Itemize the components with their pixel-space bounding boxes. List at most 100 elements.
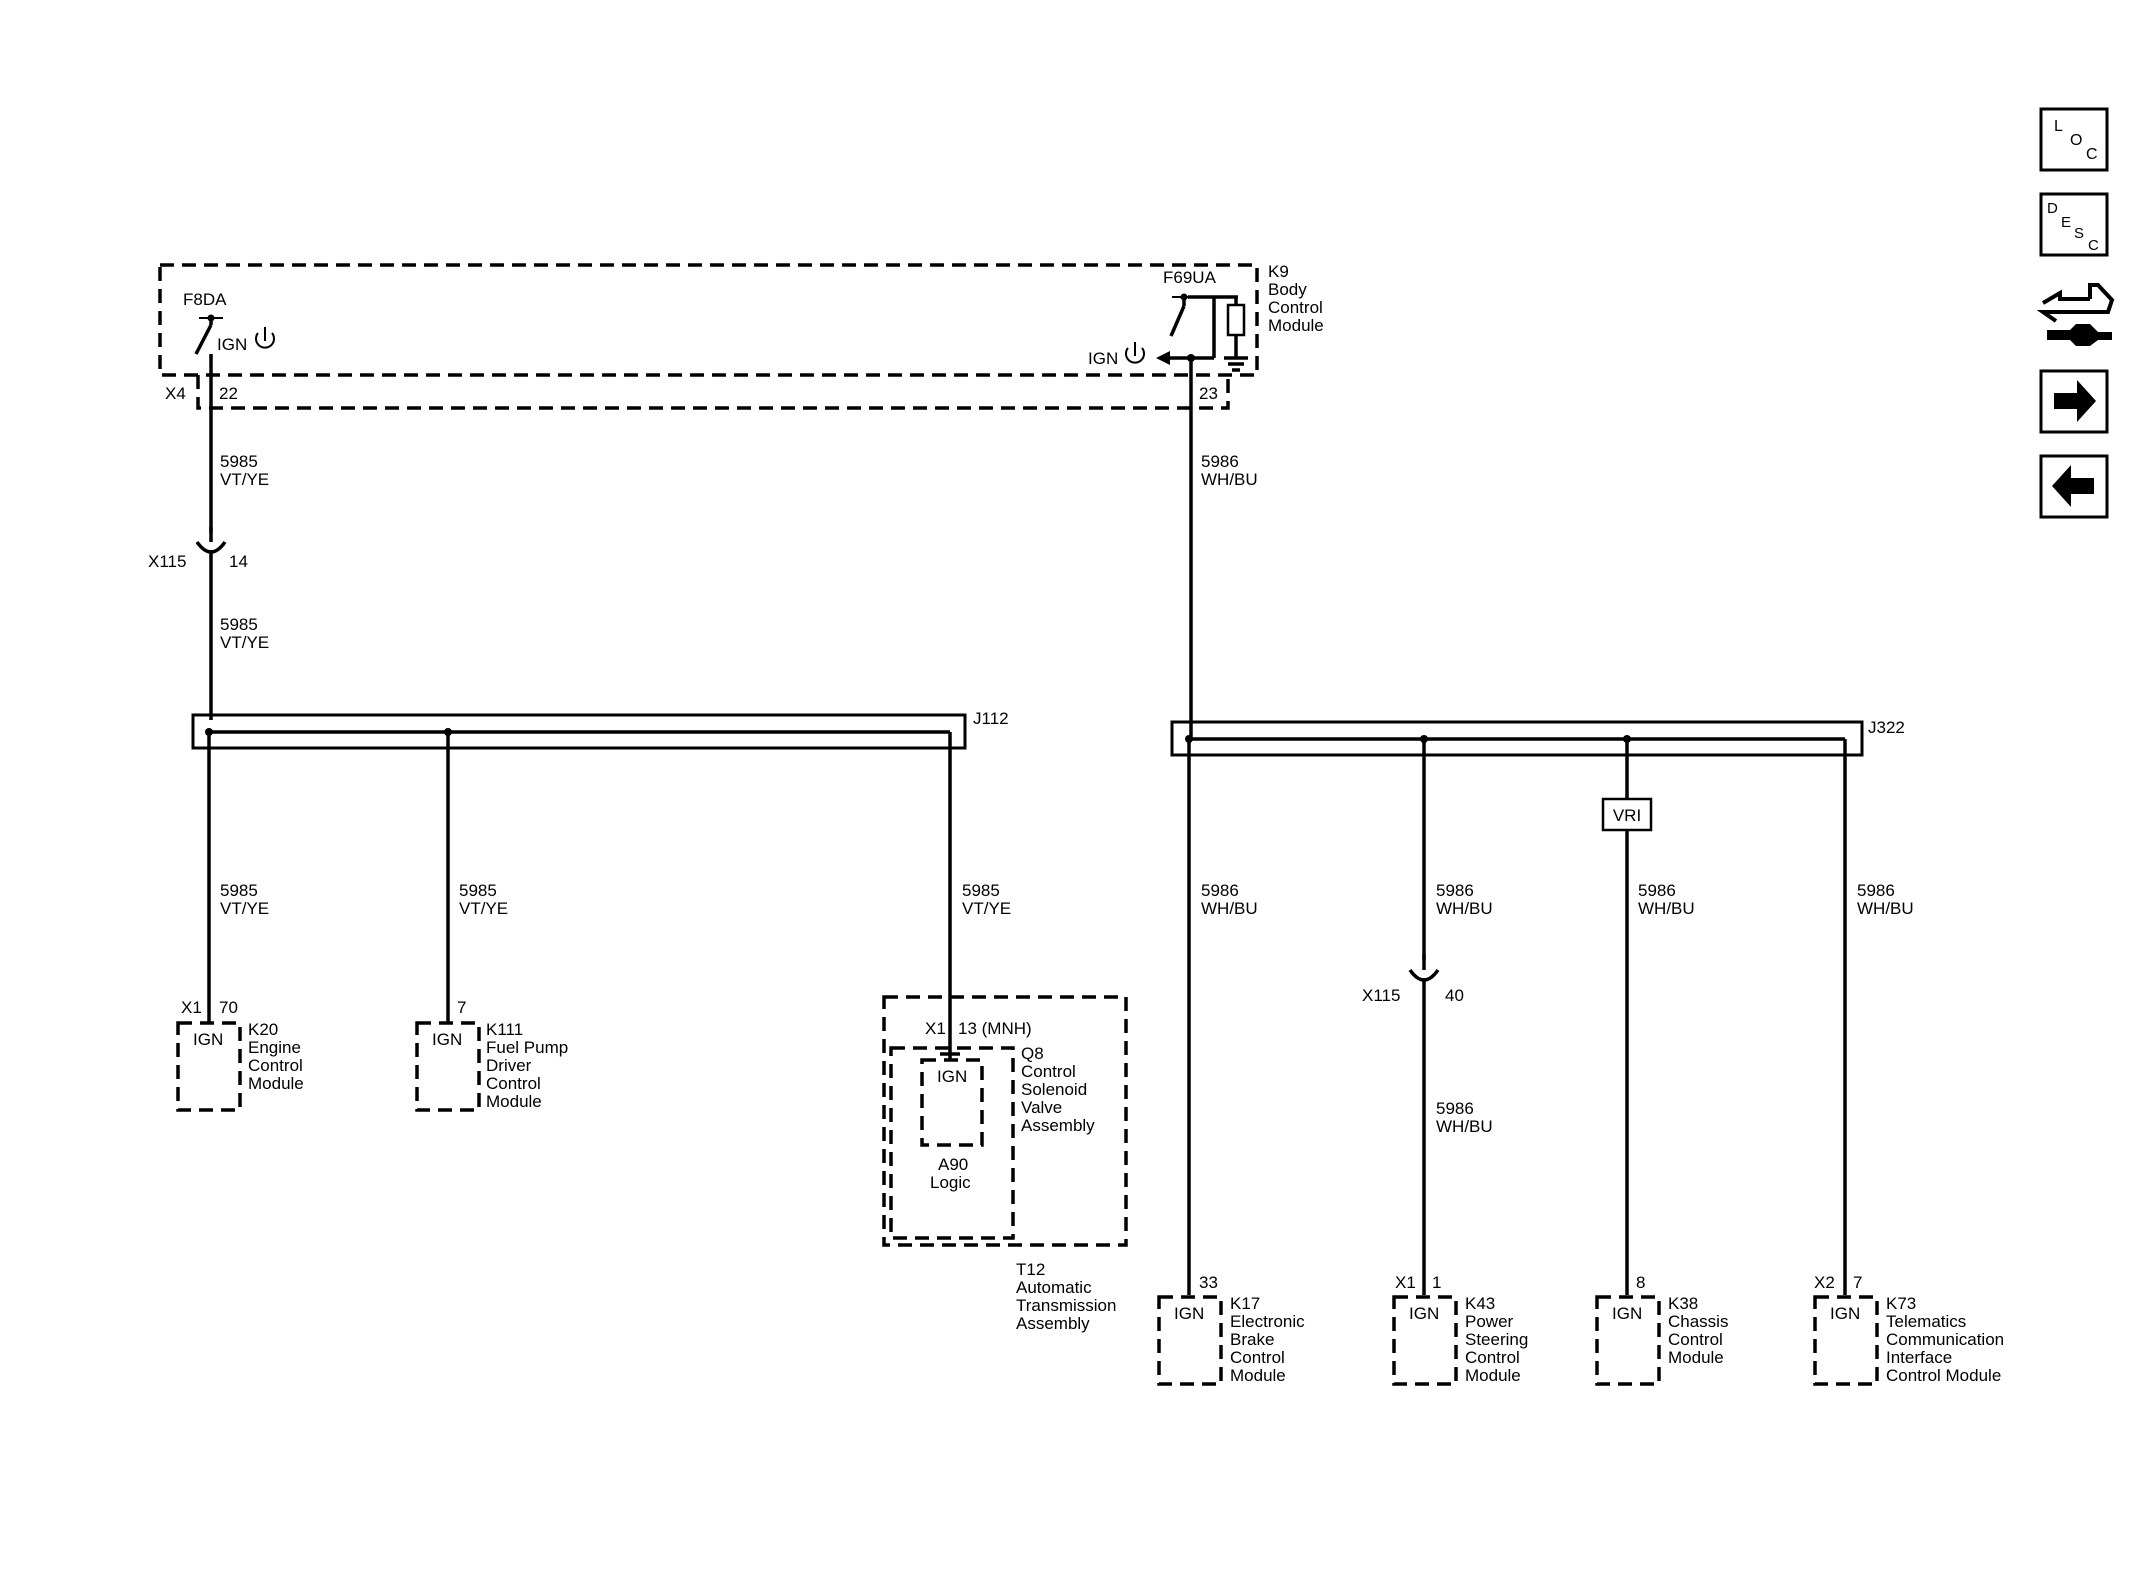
k43-power-steering-control-module: X1 1 IGN K43 Power Steering Control Modu… <box>1392 1273 1528 1386</box>
k9-pin-23: 23 <box>1199 384 1218 403</box>
k17-electronic-brake-control-module: 33 IGN K17 Electronic Brake Control Modu… <box>1157 1273 1305 1386</box>
k20-name-1: Engine <box>248 1038 301 1057</box>
k38-name-2: Control <box>1668 1330 1723 1349</box>
wire-5985-label-k111: 5985 <box>459 881 497 900</box>
k17-name-4: Module <box>1230 1366 1286 1385</box>
k20-ign: IGN <box>193 1030 223 1049</box>
wire-5986-label-k38: 5986 <box>1638 881 1676 900</box>
j322-ref: J322 <box>1868 718 1905 737</box>
k111-pin: 7 <box>457 998 466 1017</box>
k9-connector-outline <box>196 375 1230 410</box>
power-icon <box>255 327 275 349</box>
connector-tool-icon <box>2036 283 2115 346</box>
t12-outline <box>882 995 1128 1247</box>
k9-name-line3: Module <box>1268 316 1324 335</box>
arrow-right-icon <box>2054 380 2096 422</box>
svg-text:C: C <box>2088 237 2099 254</box>
fuse-f8da-label: F8DA <box>183 290 227 309</box>
k9-ign-right: IGN <box>1088 349 1118 368</box>
k73-ign: IGN <box>1830 1304 1860 1323</box>
switch-f69ua-symbol <box>1156 293 1248 372</box>
k20-name-3: Module <box>248 1074 304 1093</box>
k73-name-2: Communication <box>1886 1330 2004 1349</box>
wire-5985-label-k20: 5985 <box>220 881 258 900</box>
fuse-f69ua-label: F69UA <box>1163 268 1217 287</box>
k111-name-1: Fuel Pump <box>486 1038 568 1057</box>
k111-name-3: Control <box>486 1074 541 1093</box>
x115-right-pin: 40 <box>1445 986 1464 1005</box>
svg-text:O: O <box>2070 132 2082 149</box>
k43-pin: 1 <box>1432 1273 1441 1292</box>
k111-fuel-pump-driver-control-module: 7 IGN K111 Fuel Pump Driver Control Modu… <box>415 998 568 1112</box>
k17-name-2: Brake <box>1230 1330 1274 1349</box>
x115-right-ref: X115 <box>1362 986 1400 1005</box>
k73-name-4: Control Module <box>1886 1366 2001 1385</box>
next-page-button[interactable] <box>2039 369 2109 434</box>
wire-5986-label-k43b: 5986 <box>1436 1099 1474 1118</box>
x115-left-ref: X115 <box>148 552 186 571</box>
wire-5986-label-k17: 5986 <box>1201 881 1239 900</box>
k17-outline <box>1157 1295 1223 1386</box>
t12-pin: 13 (MNH) <box>958 1019 1032 1038</box>
q8-name-4: Assembly <box>1021 1116 1095 1135</box>
wire-5985-color-k20: VT/YE <box>220 899 269 918</box>
a90-outline <box>920 1058 984 1147</box>
k73-outline <box>1813 1295 1879 1386</box>
k20-name-2: Control <box>248 1056 303 1075</box>
wire-5986-color: WH/BU <box>1201 470 1258 489</box>
k73-connector: X2 <box>1814 1273 1835 1292</box>
arrow-left-icon <box>2052 465 2094 507</box>
k43-connector: X1 <box>1395 1273 1416 1292</box>
k17-name-3: Control <box>1230 1348 1285 1367</box>
svg-text:S: S <box>2074 225 2084 242</box>
k111-ref: K111 <box>486 1020 523 1039</box>
k111-name-4: Module <box>486 1092 542 1111</box>
k43-name-4: Module <box>1465 1366 1521 1385</box>
wire-5986-label-k73: 5986 <box>1857 881 1895 900</box>
circuit-5985: 5985 VT/YE X115 14 5985 VT/YE J112 5985 … <box>148 354 1011 1060</box>
t12-ref: T12 <box>1016 1260 1045 1279</box>
k9-module-outline <box>158 263 1259 377</box>
k38-name-3: Module <box>1668 1348 1724 1367</box>
a90-ref: A90 <box>938 1155 968 1174</box>
k17-name-1: Electronic <box>1230 1312 1305 1331</box>
power-icon <box>1125 342 1145 364</box>
description-icon: D E S C <box>2047 200 2099 254</box>
k38-pin: 8 <box>1636 1273 1645 1292</box>
t12-automatic-transmission-assembly: X1 13 (MNH) IGN A90 Logic Q8 Control Sol… <box>882 995 1128 1333</box>
k20-engine-control-module: X1 70 IGN K20 Engine Control Module <box>176 998 304 1112</box>
k43-name-3: Control <box>1465 1348 1520 1367</box>
wire-5985-label-2: 5985 <box>220 615 258 634</box>
t12-name-3: Assembly <box>1016 1314 1090 1333</box>
svg-text:L: L <box>2054 118 2063 135</box>
q8-name-1: Control <box>1021 1062 1076 1081</box>
wire-5986-label-k43a: 5986 <box>1436 881 1474 900</box>
desc-button[interactable]: D E S C <box>2039 192 2109 257</box>
k43-outline <box>1392 1295 1458 1386</box>
k38-chassis-control-module: 8 IGN K38 Chassis Control Module <box>1595 1273 1728 1386</box>
wire-5985-color-k111: VT/YE <box>459 899 508 918</box>
q8-name-3: Valve <box>1021 1098 1062 1117</box>
k43-name-2: Steering <box>1465 1330 1528 1349</box>
j112-ref: J112 <box>973 709 1009 728</box>
svg-text:D: D <box>2047 200 2058 217</box>
k38-ref: K38 <box>1668 1294 1698 1313</box>
loc-button[interactable]: L O C <box>2039 107 2109 172</box>
wire-5985-color: VT/YE <box>220 470 269 489</box>
wire-5985-label: 5985 <box>220 452 258 471</box>
q8-ref: Q8 <box>1021 1044 1044 1063</box>
t12-connector: X1 <box>925 1019 946 1038</box>
svg-text:C: C <box>2086 146 2098 163</box>
wire-5986-color-k73: WH/BU <box>1857 899 1914 918</box>
k20-connector: X1 <box>181 998 202 1017</box>
k20-outline <box>176 1021 242 1112</box>
wire-5986-color-k38: WH/BU <box>1638 899 1695 918</box>
wire-5985-color-2: VT/YE <box>220 633 269 652</box>
x115-inline-connector-left <box>195 527 227 720</box>
connector-tool-button[interactable] <box>2036 283 2115 346</box>
circuit-5986: 5986 WH/BU J322 VRI X115 40 5986 WH/BU 5… <box>1170 358 1914 1295</box>
previous-page-button[interactable] <box>2039 454 2109 519</box>
switch-f8da-symbol <box>194 314 223 355</box>
q8-name-2: Solenoid <box>1021 1080 1087 1099</box>
